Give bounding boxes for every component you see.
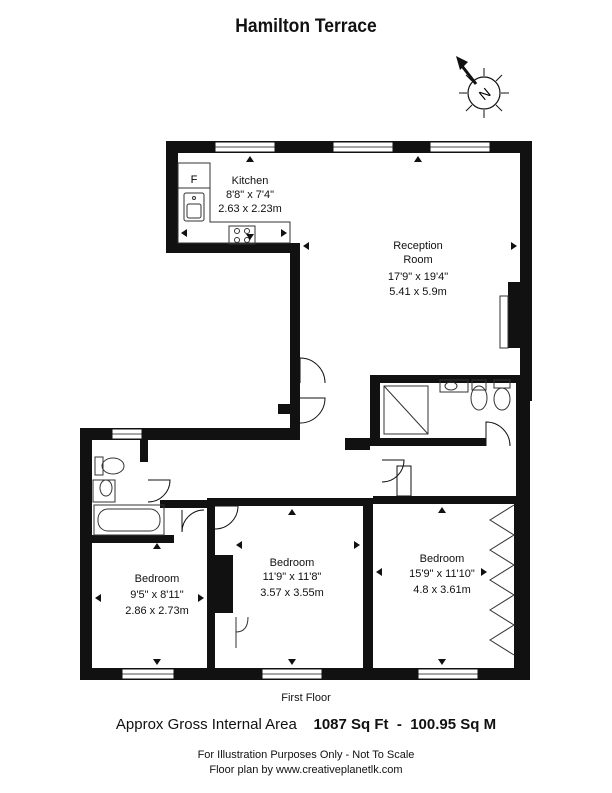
- reception-imperial: 17'9" x 19'4": [388, 271, 448, 283]
- area-sqft: 1087 Sq Ft: [313, 716, 389, 733]
- dimension-arrows: [95, 156, 517, 665]
- area-prefix: Approx Gross Internal Area: [115, 716, 297, 733]
- area-sqm: 100.95 Sq M: [410, 716, 497, 733]
- bedroom-left-name: Bedroom: [135, 573, 180, 585]
- entrance-arrow-icon: [278, 398, 298, 420]
- bedroom-right-metric: 4.8 x 3.61m: [413, 584, 470, 596]
- reception-metric: 5.41 x 5.9m: [389, 286, 446, 298]
- bedroom-right-imperial: 15'9" x 11'10": [409, 568, 475, 580]
- bedroom-left-imperial: 9'5" x 8'11": [130, 589, 183, 601]
- compass-icon: N: [456, 56, 509, 118]
- plan-title: Hamilton Terrace: [235, 16, 377, 37]
- reception-name: Reception: [393, 240, 443, 252]
- window-lines: [112, 146, 490, 675]
- bedroom-middle-imperial: 11'9" x 11'8": [263, 571, 322, 583]
- kitchen-metric: 2.63 x 2.23m: [218, 203, 282, 215]
- bedroom-middle-metric: 3.57 x 3.55m: [260, 587, 324, 599]
- bedroom-left-metric: 2.86 x 2.73m: [125, 605, 189, 617]
- fixtures: [92, 162, 515, 656]
- kitchen-imperial: 8'8" x 7'4": [226, 189, 274, 201]
- bedroom-middle-name: Bedroom: [270, 557, 315, 569]
- floor-label: First Floor: [281, 692, 331, 704]
- bedroom-right-name: Bedroom: [420, 553, 465, 565]
- area-summary: Approx Gross Internal Area 1087 Sq Ft - …: [0, 716, 612, 733]
- disclaimer: For Illustration Purposes Only - Not To …: [197, 749, 415, 761]
- reception-name2: Room: [403, 254, 432, 266]
- fridge-label: F: [191, 174, 198, 186]
- doors: [147, 357, 511, 533]
- credit: Floor plan by www.creativeplanetlk.com: [209, 764, 403, 776]
- area-sep: -: [396, 716, 402, 733]
- kitchen-name: Kitchen: [232, 175, 269, 187]
